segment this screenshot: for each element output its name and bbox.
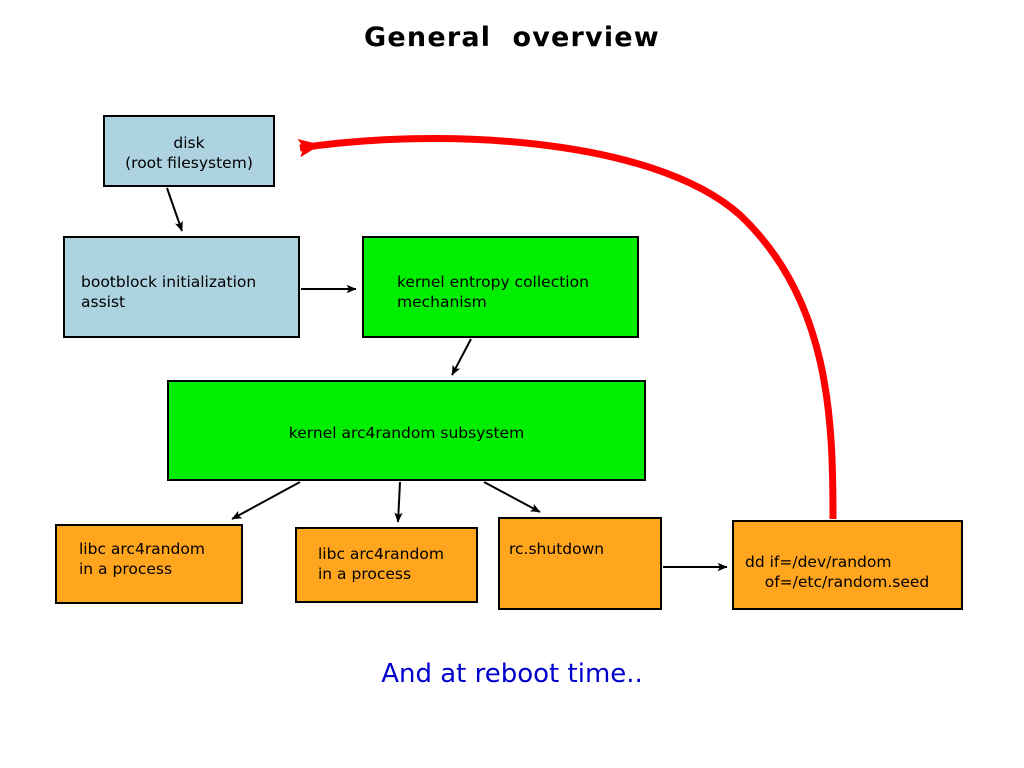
node-libc-arc4random-process-2[interactable]: libc arc4random in a process xyxy=(295,527,478,603)
edge-disk-to-bootblock xyxy=(166,187,183,232)
node-disk[interactable]: disk (root filesystem) xyxy=(103,115,275,187)
node-arc4random-label: kernel arc4random subsystem xyxy=(288,424,525,442)
node-entropy-label: kernel entropy collection mechanism xyxy=(397,273,589,312)
node-libc-process-1-label: libc arc4random in a process xyxy=(79,540,205,579)
edge-arc4random-to-libc-process-1 xyxy=(231,481,301,520)
node-dd-seed-label: dd if=/dev/random of=/etc/random.seed xyxy=(745,553,930,592)
node-rc-shutdown-label: rc.shutdown xyxy=(509,540,605,558)
node-bootblock-label: bootblock initialization assist xyxy=(81,273,257,312)
node-dd-random-seed[interactable]: dd if=/dev/random of=/etc/random.seed xyxy=(732,520,963,610)
edge-entropy-to-arc4random xyxy=(451,338,472,376)
node-kernel-arc4random-subsystem[interactable]: kernel arc4random subsystem xyxy=(167,380,646,481)
node-bootblock-initialization-assist[interactable]: bootblock initialization assist xyxy=(63,236,300,338)
edge-arc4random-to-rc-shutdown xyxy=(483,481,541,513)
node-kernel-entropy-collection-mechanism[interactable]: kernel entropy collection mechanism xyxy=(362,236,639,338)
edge-arc4random-to-libc-process-2 xyxy=(394,481,403,523)
node-libc-arc4random-process-1[interactable]: libc arc4random in a process xyxy=(55,524,243,604)
reboot-time-note: And at reboot time.. xyxy=(381,659,643,689)
node-rc-shutdown[interactable]: rc.shutdown xyxy=(498,517,662,610)
node-disk-label: disk (root filesystem) xyxy=(125,134,253,173)
node-libc-process-2-label: libc arc4random in a process xyxy=(318,545,444,584)
page-title: General overview xyxy=(364,22,660,53)
